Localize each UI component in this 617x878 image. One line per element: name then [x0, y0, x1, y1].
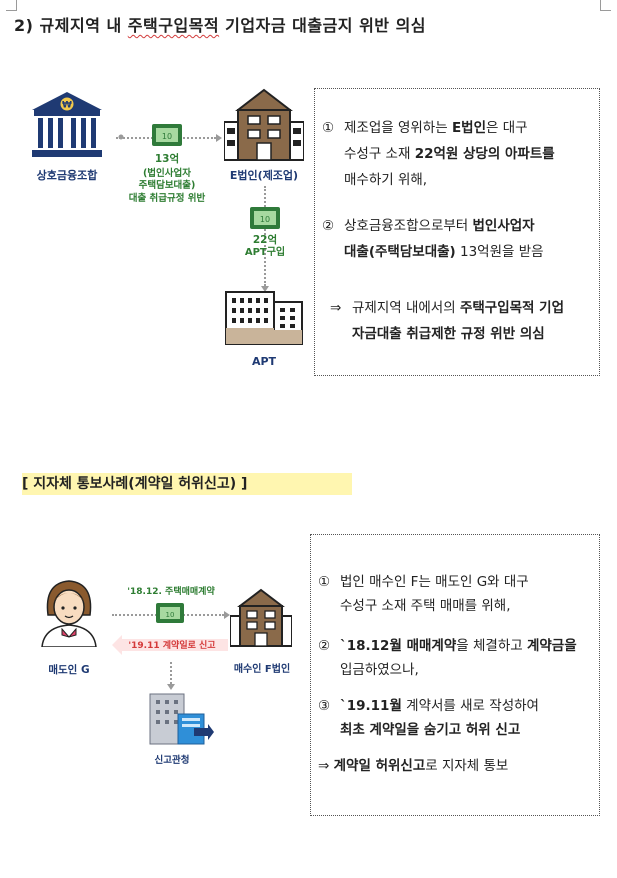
loan-desc-line1: (법인사업자 [142, 168, 192, 179]
money-icon: 10 [152, 124, 182, 146]
buyer-building-icon [230, 588, 292, 647]
report-arrow-head [167, 684, 175, 690]
svg-text:10: 10 [260, 215, 270, 224]
seller-person-icon [41, 580, 97, 647]
apt-label: APT [251, 355, 277, 368]
company-building-icon [224, 88, 304, 161]
section1-conclusion-line2: 자금대출 취급제한 규정 위반 의심 [352, 326, 545, 342]
purchase-arrow-head [261, 286, 269, 292]
false-report-arrow [112, 635, 228, 655]
money-icon-2: 10 [250, 207, 280, 229]
government-office-icon [149, 693, 214, 745]
loan-desc-line2: 주택담보대출) [138, 180, 196, 191]
section1-conclusion-line1: ⇒규제지역 내에서의 주택구입목적 기업 [330, 300, 565, 316]
report-arrow [170, 662, 172, 684]
loan-arrow-head [216, 134, 222, 142]
bank-label: 상호금융조합 [36, 169, 98, 182]
loan-desc-line3: 대출 취급규정 위반 [128, 193, 206, 204]
false-report-label: '19.11 계약일로 신고 [128, 641, 216, 651]
apartment-icon [225, 291, 303, 345]
section1-description-box [314, 88, 600, 376]
purchase-desc: APT구입 [244, 247, 286, 258]
bank-icon: ₩ [32, 92, 102, 157]
section1-item-1-line3: 매수하기 위해, [344, 172, 428, 188]
buyer-label: 매수인 F법인 [233, 664, 291, 675]
office-label: 신고관청 [154, 755, 190, 766]
money-icon-3: 10 [156, 603, 184, 623]
crop-mark-top-right [600, 0, 611, 11]
seller-label: 매도인 G [48, 664, 90, 676]
svg-text:10: 10 [162, 132, 172, 141]
company-label: E법인(제조업) [229, 169, 299, 182]
section1-item-2-line2: 대출(주택담보대출) 13억원을 받음 [344, 244, 544, 260]
contract-label: '18.12. 주택매매계약 [127, 587, 215, 597]
section2-item-3-line2: 최초 계약일을 숨기고 허위 신고 [340, 722, 521, 738]
section2-conclusion: ⇒ 계약일 허위신고로 지자체 통보 [318, 758, 509, 774]
contract-arrow-head [224, 611, 230, 619]
purchase-amount: 22억 [252, 234, 278, 246]
purchase-arrow [264, 186, 266, 286]
loan-amount: 13억 [154, 153, 180, 165]
section2-item-3-line1: ③`19.11월 계약서를 새로 작성하여 [318, 698, 539, 714]
section2-item-2-line2: 입금하였으나, [340, 662, 419, 678]
section2-item-1-line2: 수성구 소재 주택 매매를 위해, [340, 598, 511, 614]
section2-description-box [310, 534, 600, 816]
section1-title: 2) 규제지역 내 주택구입목적 기업자금 대출금지 위반 의심 [14, 16, 427, 35]
section2-item-2-line1: ②`18.12월 매매계약을 체결하고 계약금을 [318, 638, 577, 654]
section1-item-1-line2: 수성구 소재 22억원 상당의 아파트를 [344, 146, 555, 162]
loan-arrow-start-dot [118, 134, 124, 140]
svg-text:₩: ₩ [62, 101, 72, 111]
section2-title: [ 지자체 통보사례(계약일 허위신고) ] [22, 473, 352, 495]
crop-mark-top-left [6, 0, 17, 11]
svg-text:10: 10 [166, 611, 175, 619]
